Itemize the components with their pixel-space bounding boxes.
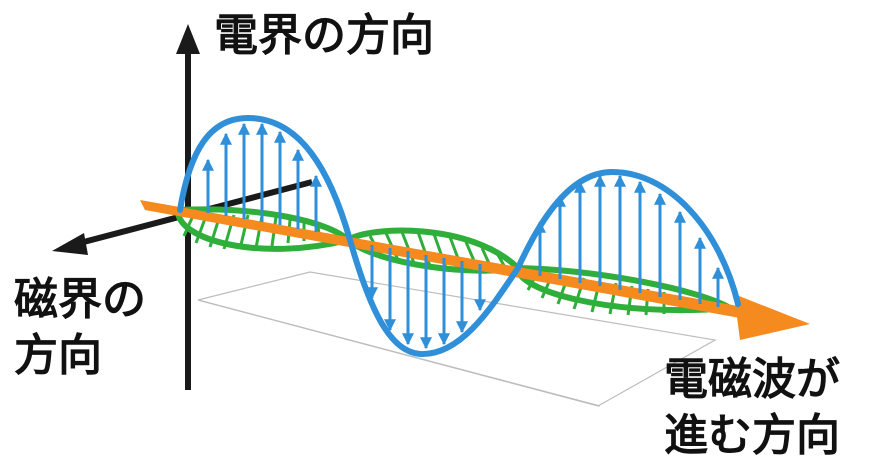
magnetic-field-label-line-1: 磁界の <box>14 274 146 325</box>
propagation-arrow <box>140 200 810 340</box>
propagation-direction-label: 電磁波が 進む方向 <box>664 352 840 464</box>
propagation-label-line-2: 進む方向 <box>664 410 840 461</box>
magnetic-field-label-line-2: 方向 <box>14 330 102 381</box>
propagation-label-line-1: 電磁波が <box>664 354 840 405</box>
electric-wave <box>177 114 741 358</box>
magnetic-field-direction-label: 磁界の 方向 <box>14 272 146 384</box>
electric-field-direction-label: 電界の方向 <box>214 10 434 61</box>
guide-lines <box>197 271 717 407</box>
